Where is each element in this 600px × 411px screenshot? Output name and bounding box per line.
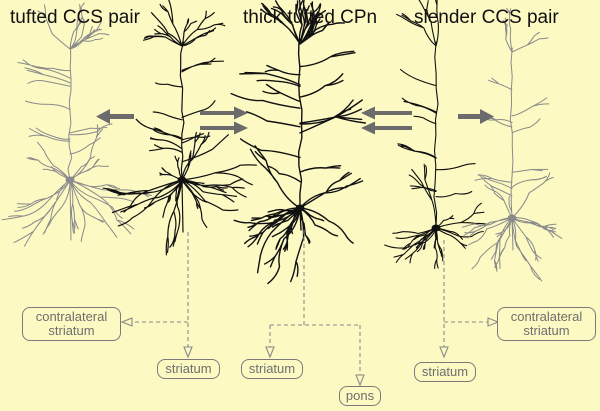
target-center-pons: pons	[339, 386, 381, 406]
neuron-slender-ccs-gray	[461, 8, 563, 282]
arrow-center-left-bottom	[200, 121, 248, 135]
arrow-center-left-top	[200, 106, 248, 120]
title-slender-ccs-pair: slender CCS pair	[414, 7, 559, 28]
arrow-right-pair	[458, 109, 494, 124]
projection-arrowheads	[120, 317, 500, 387]
target-line-1: contralateral	[35, 309, 108, 324]
neuron-tufted-ccs-black	[102, 0, 257, 256]
target-line-1: contralateral	[510, 309, 583, 324]
arrow-center-right-bottom	[361, 121, 412, 135]
projection-lines	[134, 230, 488, 376]
target-right-contralateral-striatum: contralateral striatum	[497, 307, 596, 341]
title-tufted-ccs-pair: tufted CCS pair	[10, 7, 140, 28]
neuron-slender-ccs-gray-soma	[507, 214, 517, 222]
arrow-left-pair	[96, 109, 134, 124]
target-left-striatum: striatum	[157, 359, 220, 379]
neuron-tufted-ccs-gray	[1, 2, 152, 247]
title-thick-tufted-cpn: thick tufted CPn	[243, 7, 378, 28]
target-right-striatum: striatum	[414, 362, 476, 382]
neuron-thick-tufted-cpn-soma	[295, 204, 305, 212]
neuron-tufted-ccs-gray-soma	[65, 176, 75, 184]
neuron-thick-tufted-cpn	[230, 0, 366, 285]
target-left-contralateral-striatum: contralateral striatum	[22, 307, 121, 341]
target-center-striatum: striatum	[241, 359, 303, 379]
target-line-2: striatum	[48, 323, 95, 338]
neuron-slender-ccs-black-soma	[431, 224, 441, 232]
neuron-tufted-ccs-black-soma	[177, 176, 187, 184]
target-line-2: striatum	[523, 323, 570, 338]
neuron-slender-ccs-black	[384, 0, 487, 269]
connection-arrows	[96, 106, 494, 135]
arrow-center-right-top	[361, 106, 412, 120]
